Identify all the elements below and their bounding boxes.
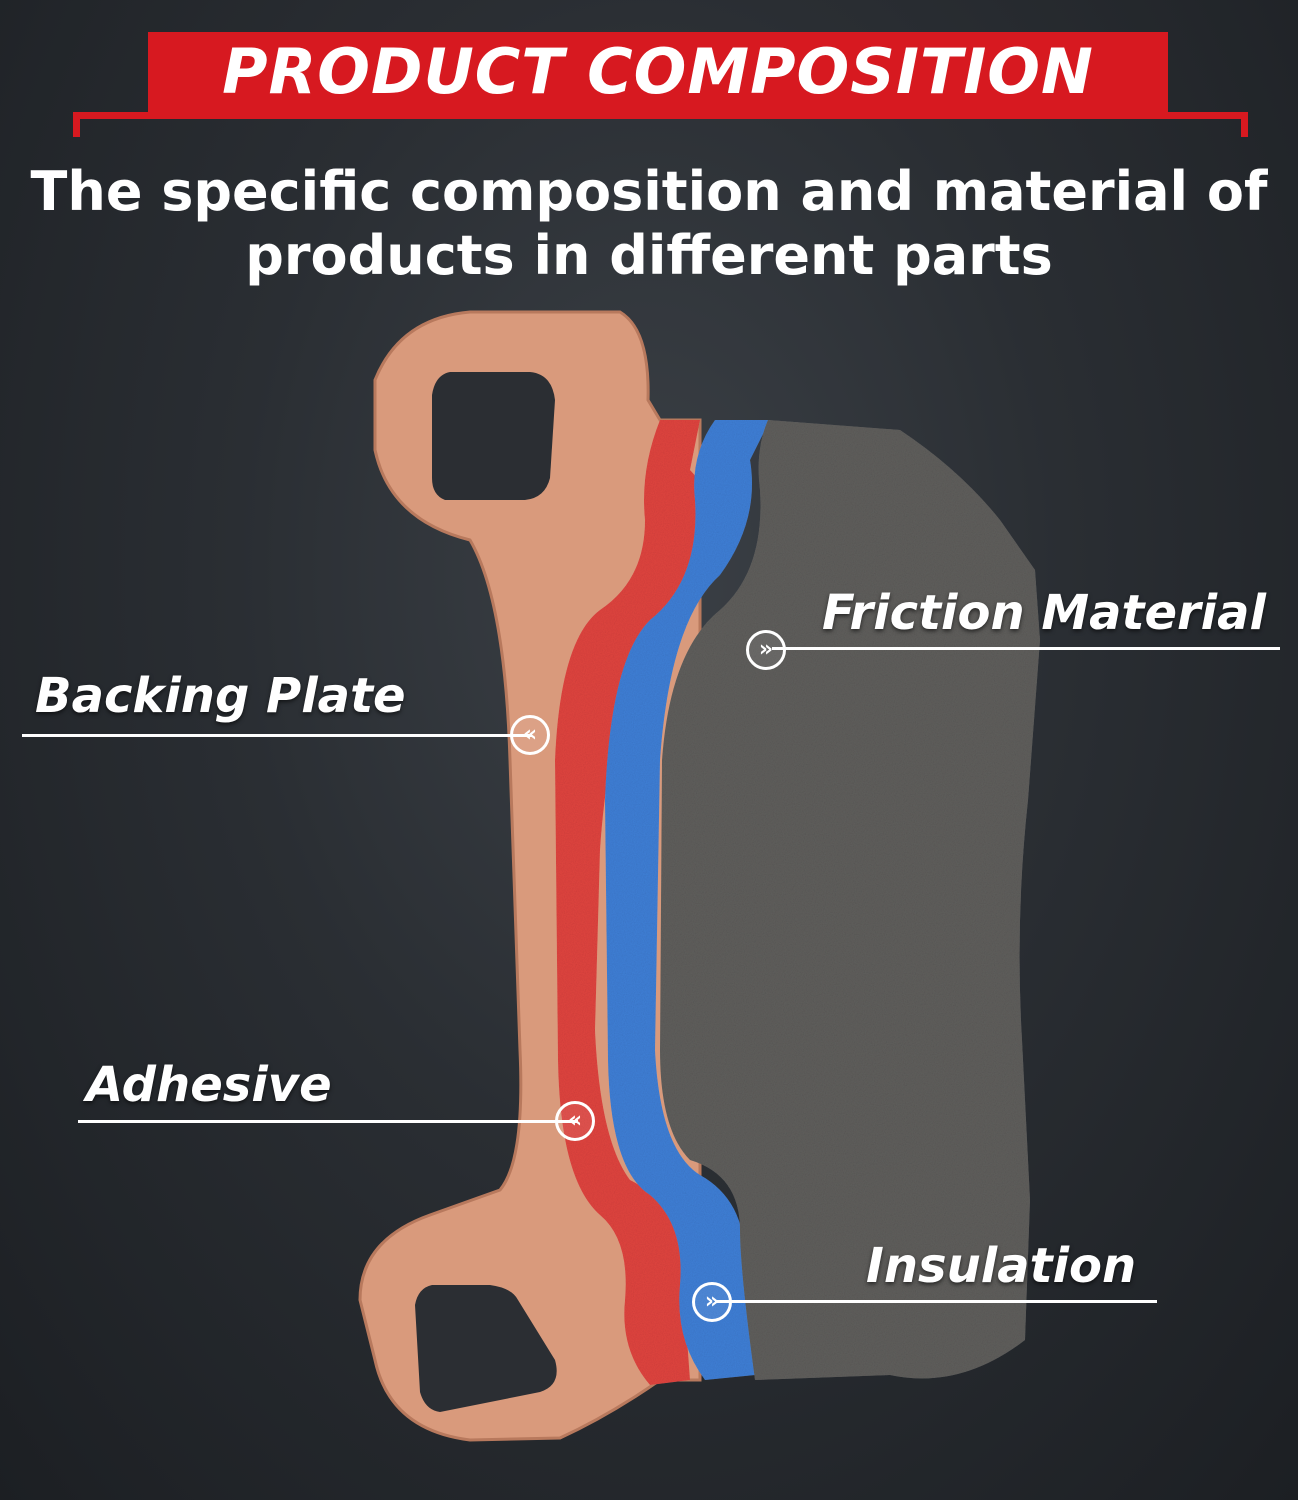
backing-plate-marker-icon: «: [510, 715, 550, 755]
banner-tick-right: [1241, 112, 1248, 137]
insulation-layer-shape: [605, 420, 770, 1380]
adhesive-rule: [78, 1120, 578, 1123]
friction-material-rule: [772, 647, 1280, 650]
insulation-label: Insulation: [866, 1238, 1137, 1294]
subtitle-line-2: products in different parts: [245, 224, 1053, 287]
backing-plate-label: Backing Plate: [35, 668, 406, 724]
friction-material-label: Friction Material: [822, 585, 1266, 641]
backing-plate-hole-bottom: [415, 1285, 557, 1412]
banner-underline: [73, 112, 1248, 119]
adhesive-layer-shape: [555, 420, 708, 1385]
adhesive-marker-icon: «: [555, 1101, 595, 1141]
adhesive-label: Adhesive: [86, 1057, 332, 1113]
title-banner: [148, 32, 1168, 112]
backing-plate-hole-top: [432, 372, 555, 500]
subtitle: The specific composition and material of…: [0, 160, 1298, 288]
page-title: PRODUCT COMPOSITION: [222, 35, 1094, 108]
insulation-rule: [715, 1300, 1157, 1303]
backing-plate-rule: [22, 734, 532, 737]
insulation-marker-icon: »: [692, 1282, 732, 1322]
friction-material-marker-icon: »: [746, 630, 786, 670]
subtitle-line-1: The specific composition and material of: [30, 160, 1268, 223]
banner-tick-left: [73, 112, 80, 137]
